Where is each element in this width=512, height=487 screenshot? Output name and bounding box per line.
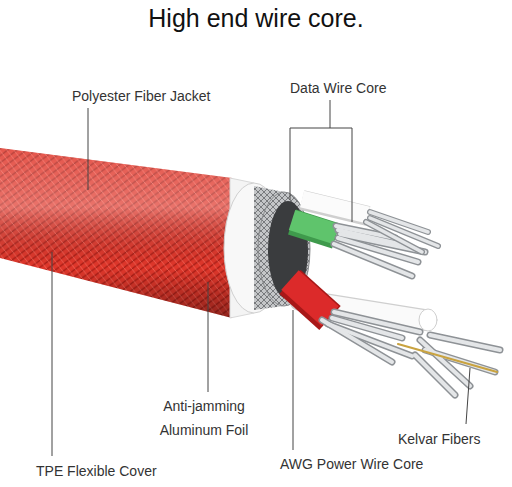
part-label: Anti-jamming Aluminum Foil	[145, 394, 263, 442]
cable-body	[0, 148, 310, 318]
diagram-title: High end wire core.	[0, 4, 512, 33]
part-label: AWG Power Wire Core	[280, 452, 460, 476]
leader-lines	[52, 100, 470, 456]
part-label: TPE Flexible Cover	[36, 459, 206, 483]
part-label: Polyester Fiber Jacket	[72, 84, 252, 108]
inner-wires	[290, 199, 500, 395]
part-label: Kelvar Fibers	[398, 427, 510, 451]
part-label: Data Wire Core	[290, 76, 430, 100]
